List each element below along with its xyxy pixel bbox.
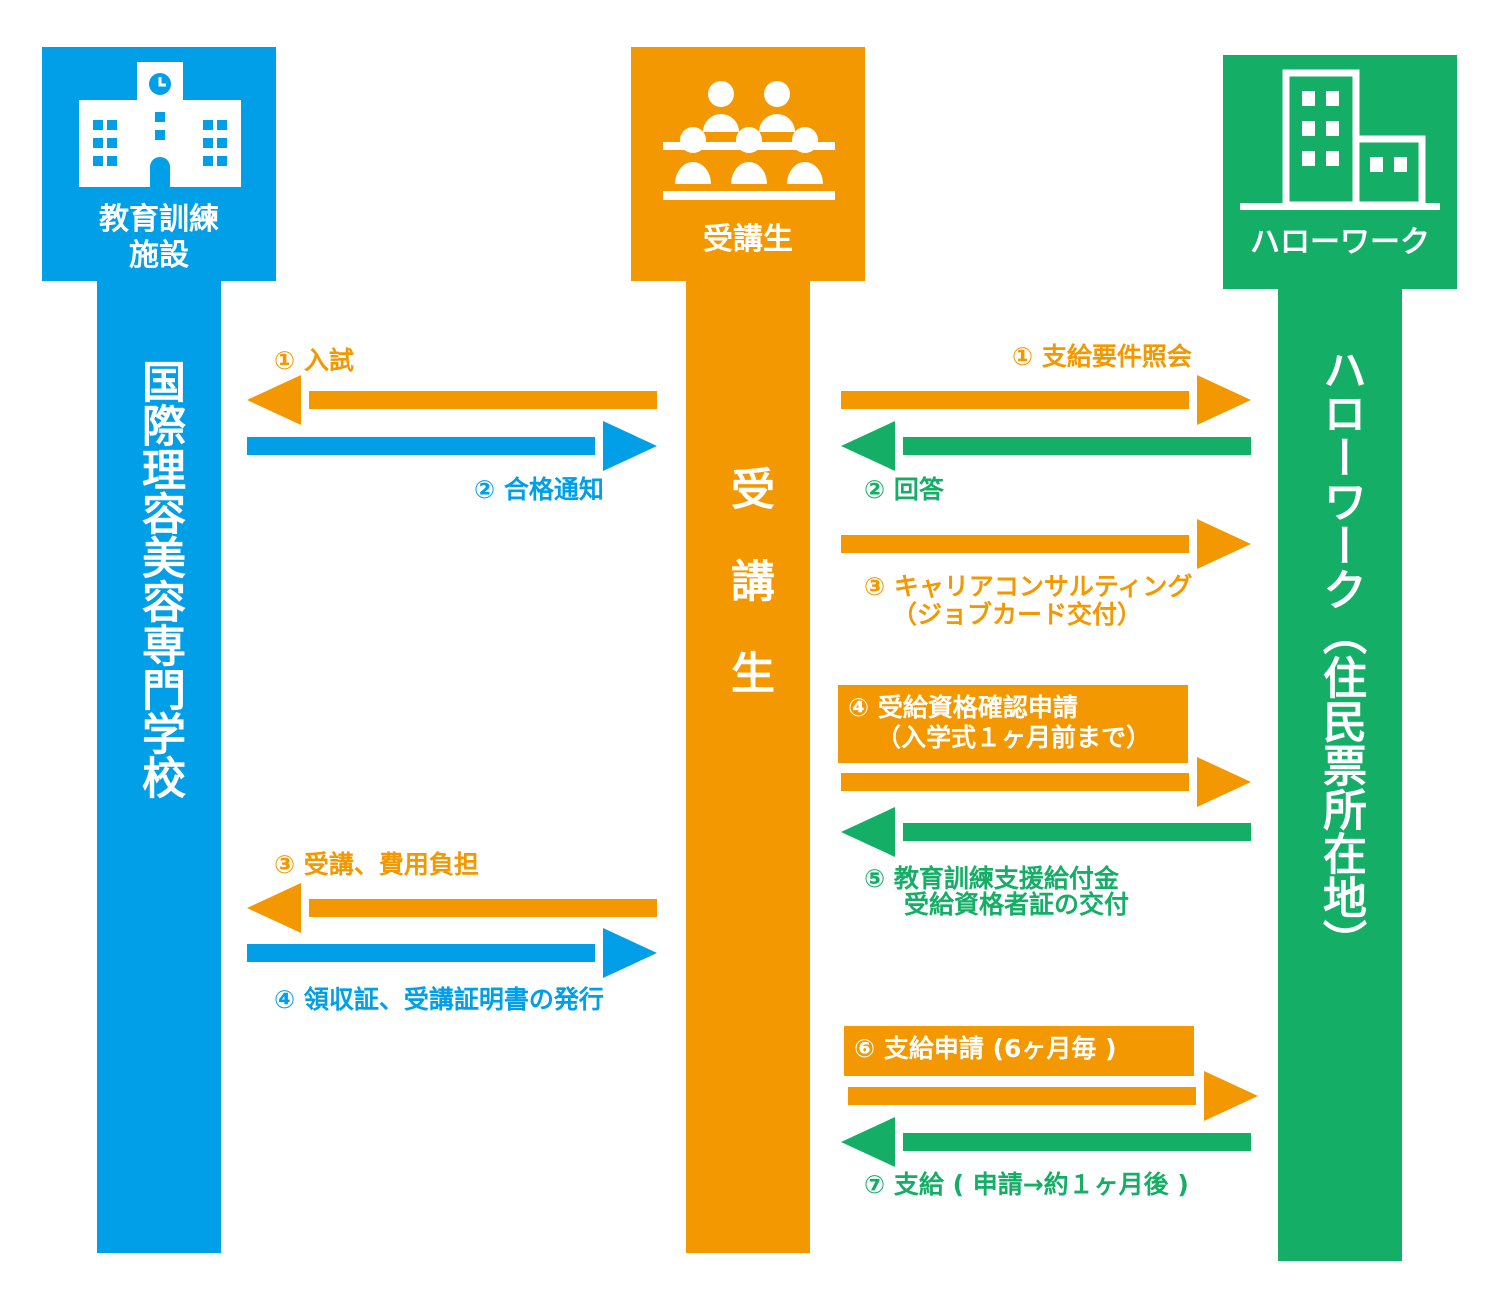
flow-label-entrance-exam: ① 入試 xyxy=(274,346,354,375)
flow-label-acceptance: ② 合格通知 xyxy=(474,475,604,504)
flow-label-job-card: （ジョブカード交付） xyxy=(892,600,1143,629)
hellowork-header-label: ハローワーク xyxy=(1250,225,1430,260)
hellowork-header: ハローワーク xyxy=(1223,55,1457,289)
flow-label-eligibility-application: ④ 受給資格確認申請 xyxy=(848,693,1078,722)
arrow-to-student xyxy=(841,807,1251,857)
flow-label-deadline: （入学式１ヶ月前まで） xyxy=(876,723,1152,752)
student-header: 受講生 xyxy=(631,47,865,281)
office-building-icon xyxy=(1240,69,1440,210)
arrow-to-hellowork xyxy=(841,375,1251,425)
student-column: 受講生 xyxy=(686,281,810,1253)
flow-label-tuition: ③ 受講、費用負担 xyxy=(274,850,479,879)
student-name: 受講生 xyxy=(723,466,774,742)
school-header-line1: 教育訓練 xyxy=(99,202,219,237)
flow-label-answer: ② 回答 xyxy=(864,475,944,504)
hellowork-name: ハローワーク（住民票所在地） xyxy=(1315,347,1366,963)
school-building-icon xyxy=(79,62,241,187)
arrow-to-student xyxy=(247,928,657,978)
arrow-to-school xyxy=(247,883,657,933)
school-column: 国際理容美容専門学校 xyxy=(97,281,221,1253)
flow-label-eligibility-inquiry: ① 支給要件照会 xyxy=(1012,342,1192,371)
flow-label-payment-application: ⑥ 支給申請 (6ヶ月毎 ) xyxy=(854,1034,1117,1063)
flow-box-eligibility-application: ④ 受給資格確認申請 （入学式１ヶ月前まで） xyxy=(838,685,1188,763)
school-header-line2: 施設 xyxy=(129,238,189,273)
arrow-to-school xyxy=(247,375,657,425)
arrow-to-student xyxy=(247,421,657,471)
students-desk-icon xyxy=(663,81,835,200)
school-name: 国際理容美容専門学校 xyxy=(134,359,185,799)
flow-label-career-consulting: ③ キャリアコンサルティング xyxy=(864,572,1193,601)
arrow-to-student xyxy=(841,1117,1251,1167)
school-header: 教育訓練 施設 xyxy=(42,47,276,281)
arrow-to-hellowork xyxy=(841,757,1251,807)
flow-label-certificate: 受給資格者証の交付 xyxy=(904,890,1130,919)
hellowork-column: ハローワーク（住民票所在地） xyxy=(1278,289,1402,1261)
student-header-label: 受講生 xyxy=(703,222,793,257)
arrow-to-hellowork xyxy=(848,1071,1258,1121)
arrow-to-student xyxy=(841,421,1251,471)
flow-box-payment-application: ⑥ 支給申請 (6ヶ月毎 ) xyxy=(844,1026,1194,1076)
arrow-to-hellowork xyxy=(841,519,1251,569)
flow-label-support-benefit: ⑤ 教育訓練支援給付金 xyxy=(864,864,1119,893)
flow-label-payment: ⑦ 支給 ( 申請→約１ヶ月後 ) xyxy=(864,1170,1189,1199)
flow-label-receipt: ④ 領収証、受講証明書の発行 xyxy=(274,985,604,1014)
